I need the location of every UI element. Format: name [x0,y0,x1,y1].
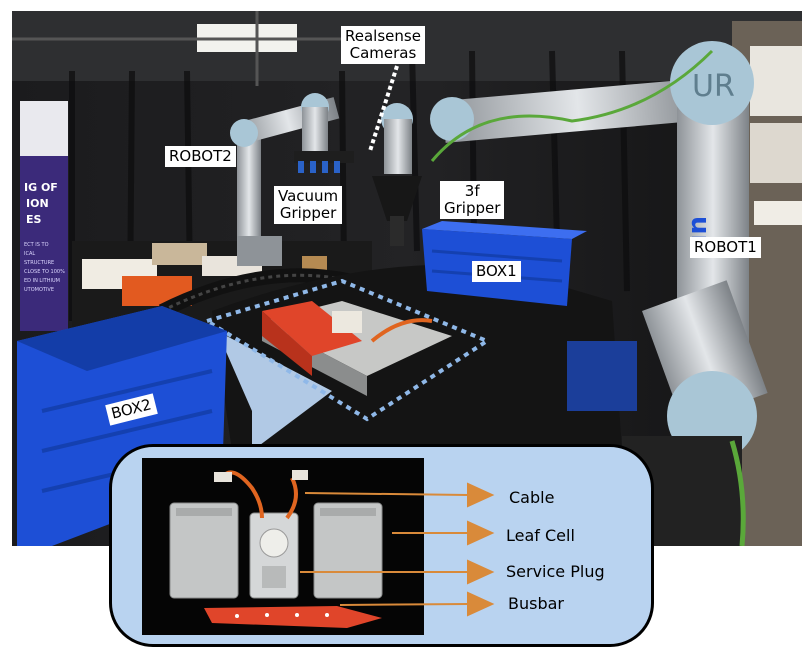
main-photo: IG OF ION ES ECT IS TO ICAL STRUCTURE CLOSE … [12,11,802,546]
busbar-arrowhead [467,591,495,617]
label-robot1: ROBOT1 [690,237,761,258]
svg-text:ECT IS TO: ECT IS TO [24,242,49,248]
leaf-cell-arrowhead [467,520,495,546]
svg-text:ED IN LITHIUM: ED IN LITHIUM [24,278,60,284]
label-3f-gripper: 3f Gripper [440,181,505,219]
busbar-leader-line [339,603,469,606]
label-vacuum-gripper: Vacuum Gripper [274,186,343,224]
realsense-pointer [368,65,399,152]
robot2-arm [230,93,354,266]
battery-highlight-region [202,278,492,422]
svg-text:ES: ES [26,213,42,226]
svg-text:STRUCTURE: STRUCTURE [24,260,54,266]
label-robot2: ROBOT2 [165,146,236,167]
battery-module [262,301,452,396]
svg-text:CLOSE TO 100%: CLOSE TO 100% [24,269,65,275]
center-robot-arm [372,103,422,246]
svg-text:UTOMOTIVE: UTOMOTIVE [24,287,54,293]
part-label-leaf-cell: Leaf Cell [506,526,575,545]
part-label-service-plug: Service Plug [506,562,605,581]
component-photo [142,458,424,635]
cable-arrowhead [467,482,495,508]
cable-leader-line [304,492,469,496]
service-plug-arrowhead [467,559,495,585]
lab-scene: IG OF ION ES ECT IS TO ICAL STRUCTURE CLOSE … [12,11,802,546]
svg-text:ICAL: ICAL [24,251,35,257]
label-realsense-cameras: Realsense Cameras [341,26,425,64]
svg-text:UR: UR [692,69,735,104]
svg-text:ION: ION [26,197,49,210]
svg-text:IG OF: IG OF [24,181,58,194]
label-box1: BOX1 [472,261,521,282]
battery-components [169,470,383,628]
part-label-busbar: Busbar [508,594,564,613]
part-label-cable: Cable [509,488,555,507]
